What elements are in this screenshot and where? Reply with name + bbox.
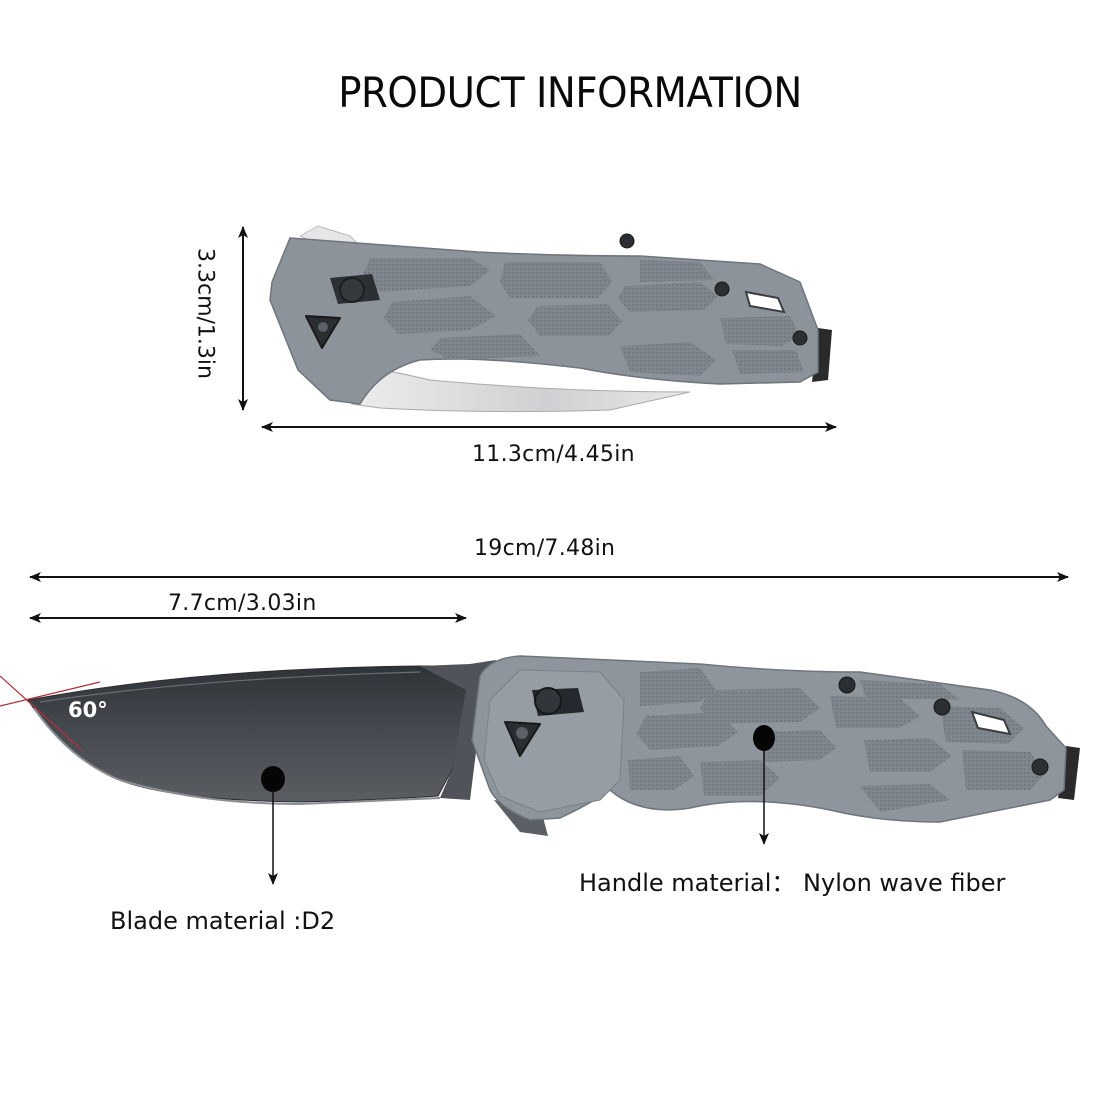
handle-material-label: Handle material： Nylon wave fiber: [579, 869, 1006, 897]
closed-height-label: 3.3cm/1.3in: [192, 247, 218, 379]
page-title: PRODUCT INFORMATION: [338, 68, 802, 117]
blade-callout: [261, 766, 285, 885]
edge-angle-label: 60°: [68, 698, 108, 722]
edge-angle-indicator: [0, 675, 101, 751]
closed-length-label: 11.3cm/4.45in: [472, 442, 635, 467]
closed-knife: [269, 225, 832, 413]
open-knife: [27, 655, 1080, 836]
blade-length-label: 7.7cm/3.03in: [168, 591, 317, 616]
blade-material-label: Blade material :D2: [110, 907, 336, 935]
handle-callout: [753, 725, 775, 845]
overall-length-label: 19cm/7.48in: [474, 536, 616, 561]
